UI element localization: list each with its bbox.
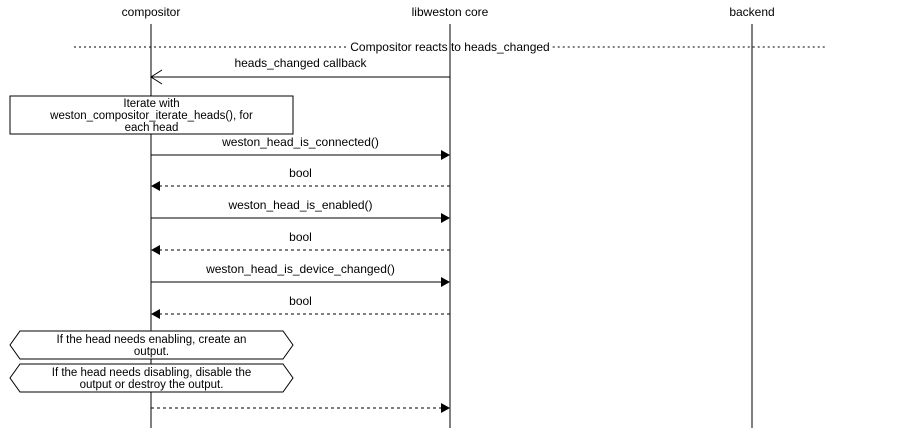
lifelines-group: compositor libweston core backend [122,5,775,428]
message-final-return[interactable] [151,403,450,413]
arrowhead-weston-head-is-device-changed [441,277,450,287]
arrowhead-weston-head-is-connected [441,150,450,160]
message-weston-head-is-enabled[interactable]: weston_head_is_enabled() [151,198,450,223]
message-bool-device-changed[interactable]: bool [151,294,450,319]
participant-libweston-core: libweston core [412,5,489,428]
message-label-bool-device-changed: bool [289,294,312,308]
message-label-bool-connected: bool [289,166,312,180]
divider-label: Compositor reacts to heads_changed [350,40,549,54]
note-shape-iterate-heads-note [9,95,294,135]
arrowhead-final-return [441,403,450,413]
participant-compositor: compositor [122,5,181,428]
arrowhead-bool-enabled [151,245,160,255]
message-label-weston-head-is-enabled: weston_head_is_enabled() [227,198,372,212]
message-label-heads-changed-callback: heads_changed callback [234,56,367,70]
message-label-weston-head-is-device-changed: weston_head_is_device_changed() [205,262,395,276]
note-line-disable-head-note-1: output or destroy the output. [80,379,224,391]
message-bool-enabled[interactable]: bool [151,230,450,255]
arrowhead-bool-device-changed [151,309,160,319]
message-label-weston-head-is-connected: weston_head_is_connected() [221,135,379,149]
note-line-disable-head-note-0: If the head needs disabling, disable the [52,367,251,379]
arrowhead-weston-head-is-enabled [441,213,450,223]
message-label-bool-enabled: bool [289,230,312,244]
note-iterate-heads-note: Iterate withweston_compositor_iterate_he… [9,95,294,135]
note-shape-disable-head-note [9,363,294,393]
note-disable-head-note: If the head needs disabling, disable the… [9,363,294,393]
notes-group: Iterate withweston_compositor_iterate_he… [9,95,294,393]
note-line-enable-head-note-0: If the head needs enabling, create an [57,334,247,346]
arrowhead-heads-changed-callback [150,69,163,85]
note-shape-enable-head-note [9,330,294,360]
message-weston-head-is-connected[interactable]: weston_head_is_connected() [151,135,450,160]
participant-label-libweston-core: libweston core [412,5,489,19]
messages-group: heads_changed callback weston_head_is_con… [150,56,450,413]
participant-label-compositor: compositor [122,5,181,19]
message-weston-head-is-device-changed[interactable]: weston_head_is_device_changed() [151,262,450,287]
note-line-iterate-heads-note-2: each head [125,122,179,134]
message-heads-changed-callback[interactable]: heads_changed callback [150,56,450,85]
arrowhead-bool-connected [151,181,160,191]
note-enable-head-note: If the head needs enabling, create anout… [9,330,294,360]
message-bool-connected[interactable]: bool [151,166,450,191]
note-line-iterate-heads-note-1: weston_compositor_iterate_heads(), for [49,110,253,122]
note-line-iterate-heads-note-0: Iterate with [123,98,179,110]
divider-compositor-reacts: Compositor reacts to heads_changed [74,40,826,54]
participant-backend: backend [729,5,775,428]
participant-label-backend: backend [729,5,774,19]
note-line-enable-head-note-1: output. [134,346,169,358]
